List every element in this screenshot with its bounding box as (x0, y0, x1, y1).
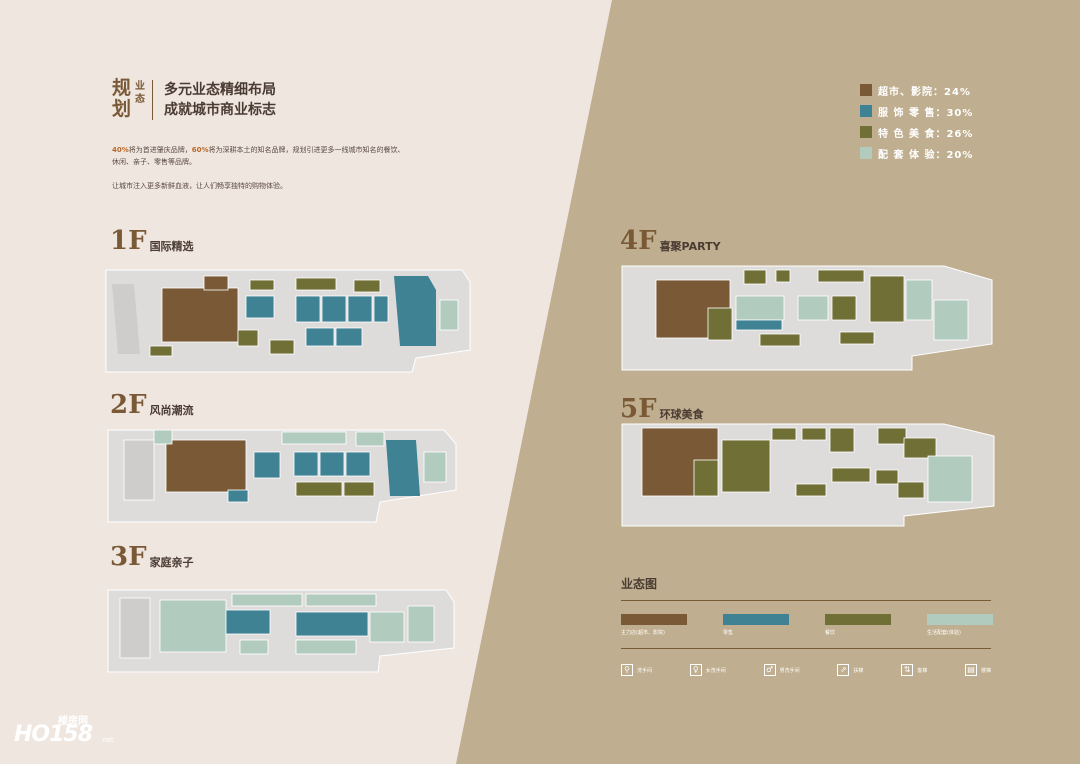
female-restroom-icon: ♀ (689, 664, 702, 676)
key-title: 业态图 (621, 577, 658, 591)
facility-female-restroom: ♀女洗手间 (689, 664, 726, 676)
elevator-icon: ⇅ (901, 664, 914, 676)
key-divider-bottom (621, 648, 991, 649)
percentage-legend: 超市、影院：24% 服 饰 零 售：30% 特 色 美 食：26% 配 套 体 … (860, 82, 973, 161)
restroom-icon: ⚲ (621, 664, 633, 676)
legend-service: 配 套 体 验：20% (860, 145, 973, 161)
male-restroom-icon: ♂ (763, 664, 776, 676)
page-title: 多元业态精细布局 成就城市商业标志 (164, 82, 276, 118)
intro-text: 40%将为首进肇庆品牌，60%将为深耕本土的知名品牌，规划引进更多一线城市知名的… (112, 146, 405, 190)
facility-stairs: ▤楼梯 (964, 664, 991, 676)
stairs-icon: ▤ (964, 664, 977, 676)
legend-anchor: 超市、影院：24% (860, 82, 973, 98)
floor-plan-1f (105, 269, 471, 373)
escalator-icon: ⇗ (837, 664, 850, 676)
vertical-title-small: 业态 (135, 81, 145, 105)
key-divider-top (621, 600, 991, 601)
facility-escalator: ⇗扶梯 (837, 664, 863, 676)
legend-retail: 服 饰 零 售：30% (860, 103, 973, 119)
key-item-service: 生活配套(体验) (927, 614, 993, 636)
floor-plan-2f (107, 429, 457, 523)
facility-restroom: ⚲洗手间 (621, 664, 652, 676)
key-item-retail: 零售 (723, 614, 789, 636)
title-divider (152, 80, 153, 120)
2f-anchor-store (165, 439, 247, 493)
facility-key: ⚲洗手间 ♀女洗手间 ♂男洗手间 ⇗扶梯 ⇅客梯 ▤楼梯 (621, 664, 991, 676)
floor-plan-5f (621, 423, 995, 527)
watermark-logo: 楼房网 HO158 .net (14, 716, 114, 747)
1f-anchor-store (161, 287, 239, 343)
vertical-title-big: 规划 (112, 77, 132, 120)
business-key: 主力店(超市、影院) 零售 餐饮 生活配套(体验) (621, 614, 993, 636)
facility-male-restroom: ♂男洗手间 (763, 664, 800, 676)
floor-plan-3f (107, 589, 455, 673)
floor-plan-4f (621, 265, 993, 371)
facility-elevator: ⇅客梯 (901, 664, 927, 676)
key-item-anchor: 主力店(超市、影院) (621, 614, 687, 636)
legend-dining: 特 色 美 食：26% (860, 124, 973, 140)
key-item-dining: 餐饮 (825, 614, 891, 636)
